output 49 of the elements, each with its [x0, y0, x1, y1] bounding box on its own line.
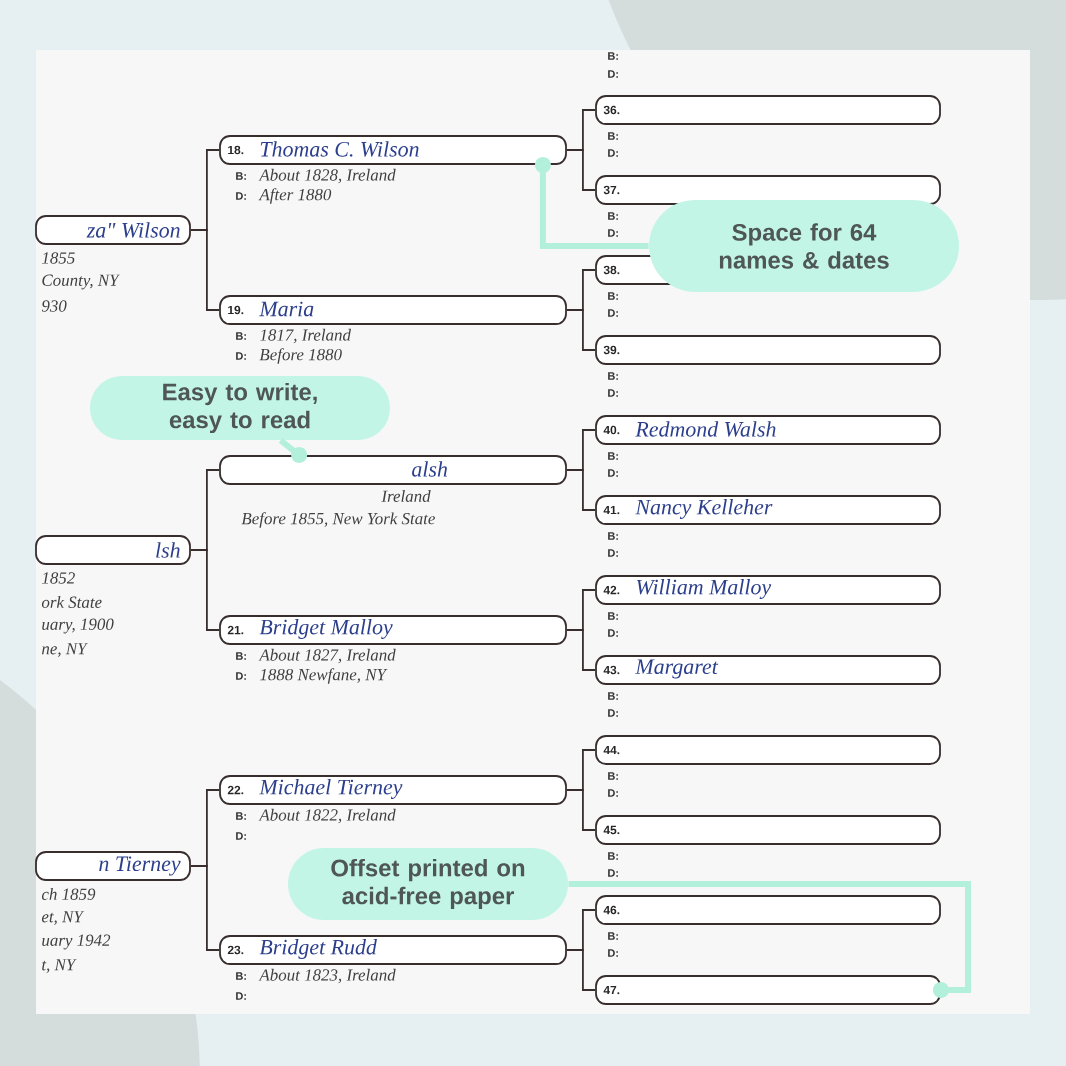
handwritten-date: uary, 1900	[42, 618, 114, 634]
handwritten-date: Before 1855, New York State	[241, 512, 435, 528]
handwritten-name: Thomas C. Wilson	[260, 141, 419, 157]
leader-line	[534, 156, 649, 249]
handwritten-date: About 1822, Ireland	[258, 808, 396, 824]
handwritten-date: t, NY	[42, 959, 77, 973]
handwritten-date: About 1827, Ireland	[258, 648, 396, 664]
handwritten-date: Ireland	[381, 490, 431, 502]
handwritten-date: About 1823, Ireland	[258, 968, 396, 984]
handwritten-date: ork State	[41, 596, 102, 608]
leader-line	[568, 881, 971, 998]
handwritten-date: 930	[41, 300, 67, 312]
handwritten-name: William Malloy	[636, 579, 772, 599]
handwritten-date: About 1828, Ireland	[258, 168, 396, 184]
handwritten-date: ch 1859	[41, 888, 96, 900]
handwritten-name: za" Wilson	[86, 222, 180, 238]
handwritten-date: uary 1942	[42, 934, 111, 950]
handwritten-name: Nancy Kelleher	[635, 499, 773, 519]
handwritten-name: Margaret	[635, 659, 719, 679]
handwritten-date: 1888 Newfane, NY	[260, 668, 388, 684]
handwritten-name: Bridget Malloy	[259, 619, 393, 639]
bracket-line	[566, 789, 596, 831]
bracket-line	[190, 865, 220, 951]
handwritten-date: After 1880	[258, 188, 332, 204]
handwritten-name: Michael Tierney	[259, 779, 403, 799]
callout-bubble: Easy to write, easy to read	[90, 376, 390, 440]
handwritten-name: Bridget Rudd	[259, 939, 377, 959]
handwritten-date: Before 1880	[259, 348, 342, 364]
bracket-line	[566, 949, 596, 991]
handwritten-date: 1852	[42, 572, 75, 584]
handwritten-date: 1817, Ireland	[260, 328, 351, 344]
handwritten-name: n Tierney	[99, 856, 181, 876]
handwritten-name: alsh	[412, 461, 447, 477]
bracket-line	[190, 229, 220, 311]
bracket-line	[566, 469, 596, 511]
handwritten-date: ne, NY	[42, 643, 89, 657]
bracket-line	[190, 549, 220, 631]
handwritten-date: 1855	[42, 252, 75, 264]
handwritten-date: County, NY	[42, 274, 121, 290]
bracket-line	[566, 309, 596, 351]
leader-line	[278, 438, 308, 464]
handwritten-name: Maria	[259, 301, 314, 317]
callout-bubble: Space for 64 names & dates	[649, 200, 959, 292]
handwritten-name: lsh	[156, 542, 180, 558]
bracket-line	[566, 629, 596, 671]
bracket-line	[566, 149, 596, 191]
callout-bubble: Offset printed on acid-free paper	[288, 848, 568, 920]
handwritten-date: et, NY	[41, 911, 85, 925]
handwritten-name: Redmond Walsh	[635, 421, 776, 437]
